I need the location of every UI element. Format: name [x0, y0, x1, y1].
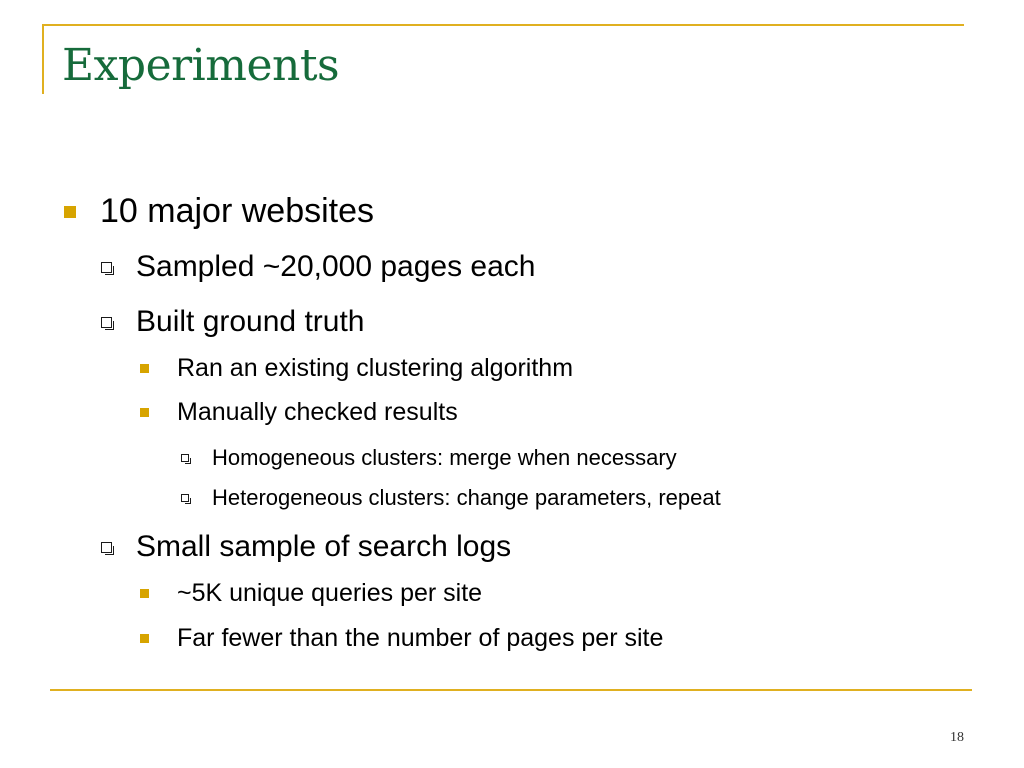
- slide-title: Experiments: [62, 40, 340, 91]
- bullet-item-level-2: Small sample of search logs: [101, 530, 511, 564]
- bullet-text: Manually checked results: [177, 398, 458, 426]
- filled-square-bullet-icon: [140, 589, 149, 598]
- frame-bottom-line: [50, 689, 972, 691]
- hollow-square-bullet-icon: [101, 261, 114, 275]
- bullet-item-level-2: Built ground truth: [101, 305, 364, 339]
- bullet-item-level-3: Ran an existing clustering algorithm: [140, 354, 573, 383]
- bullet-text: Ran an existing clustering algorithm: [177, 354, 574, 382]
- filled-square-bullet-icon: [140, 364, 149, 373]
- filled-square-bullet-icon: [140, 408, 149, 417]
- bullet-item-level-4: Heterogeneous clusters: change parameter…: [181, 485, 721, 511]
- filled-square-bullet-icon: [64, 205, 76, 218]
- filled-square-bullet-icon: [140, 634, 149, 643]
- page-number: 18: [950, 730, 964, 745]
- hollow-square-bullet-icon: [181, 454, 191, 464]
- hollow-square-bullet-icon: [181, 494, 191, 504]
- bullet-text: Far fewer than the number of pages per s…: [177, 624, 664, 652]
- bullet-item-level-3: Manually checked results: [140, 398, 458, 427]
- hollow-square-bullet-icon: [101, 316, 114, 330]
- bullet-text: Sampled ~20,000 pages each: [136, 250, 536, 283]
- frame-vertical-line: [42, 24, 44, 94]
- bullet-text: ~5K unique queries per site: [177, 579, 483, 607]
- bullet-item-level-4: Homogeneous clusters: merge when necessa…: [181, 445, 677, 471]
- bullet-text: 10 major websites: [100, 192, 375, 230]
- bullet-text: Heterogeneous clusters: change parameter…: [212, 485, 721, 510]
- bullet-item-level-1: 10 major websites: [64, 192, 374, 231]
- bullet-item-level-3: ~5K unique queries per site: [140, 579, 482, 608]
- frame-top-line: [42, 24, 964, 26]
- bullet-text: Homogeneous clusters: merge when necessa…: [212, 445, 677, 470]
- bullet-item-level-3: Far fewer than the number of pages per s…: [140, 624, 663, 653]
- hollow-square-bullet-icon: [101, 541, 114, 555]
- bullet-text: Small sample of search logs: [136, 530, 512, 563]
- bullet-item-level-2: Sampled ~20,000 pages each: [101, 250, 535, 284]
- bullet-text: Built ground truth: [136, 305, 365, 338]
